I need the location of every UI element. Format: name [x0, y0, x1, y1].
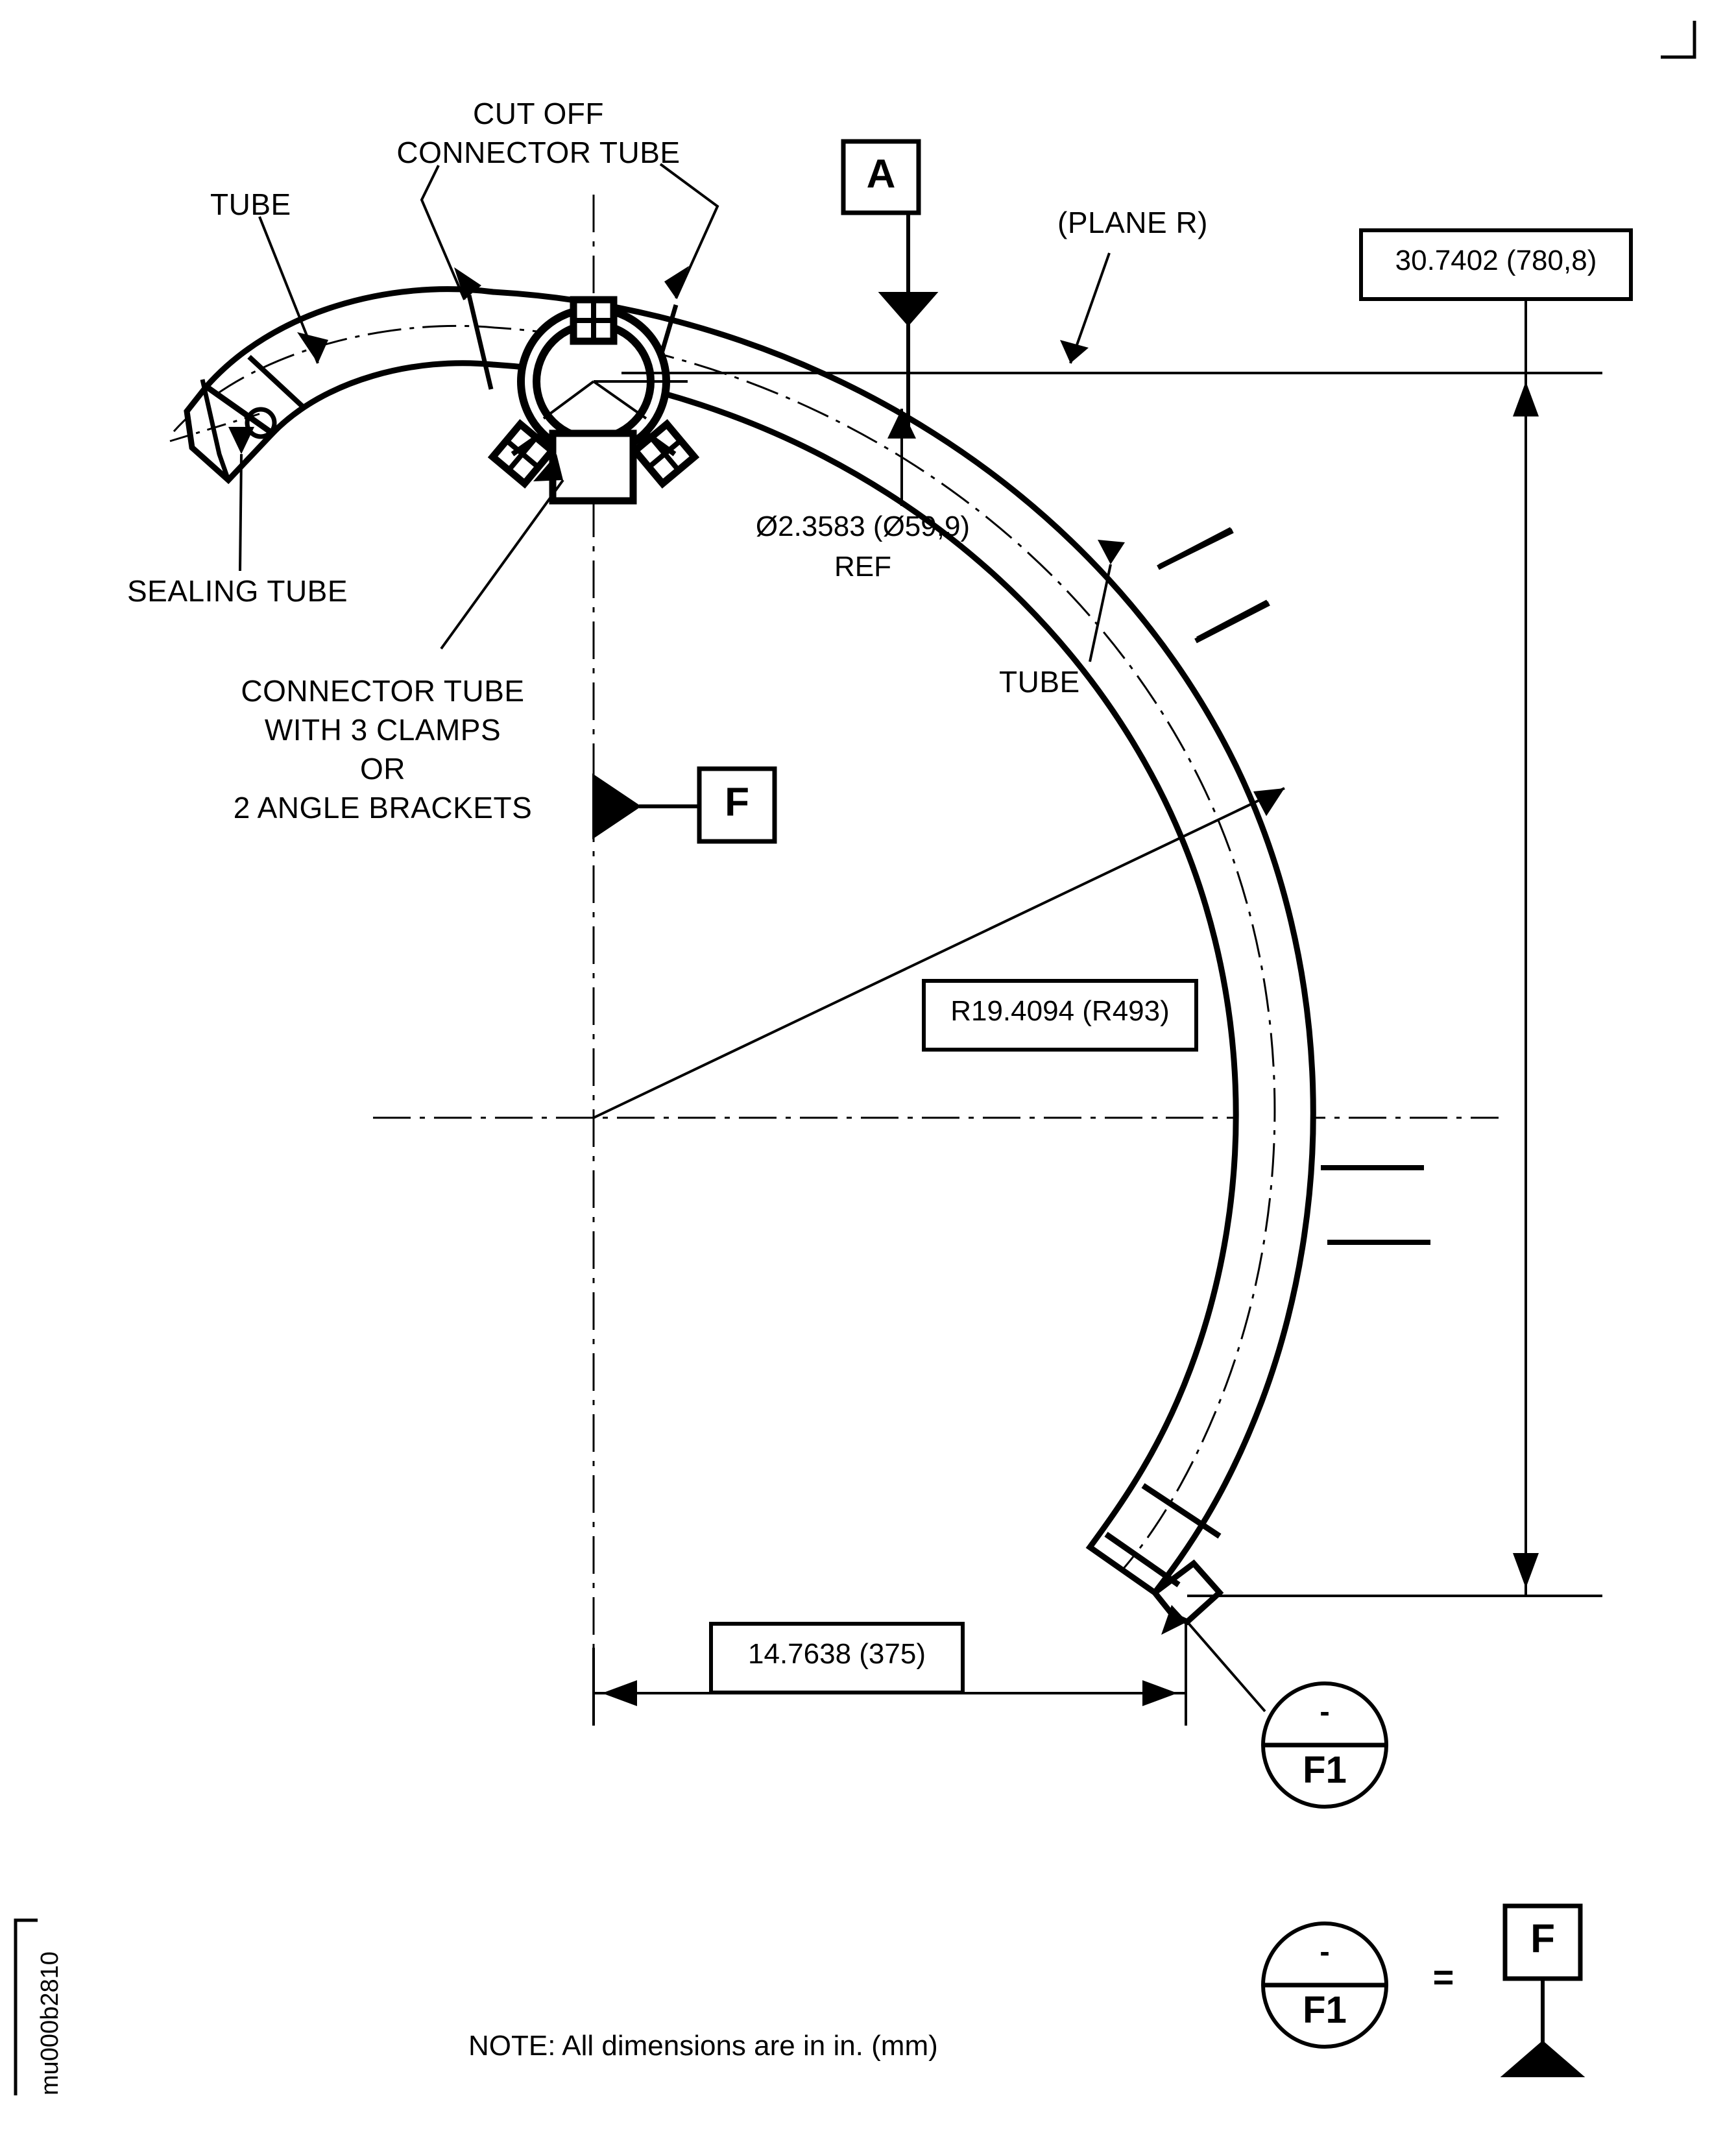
arrow-connector-tube: [533, 454, 563, 481]
dimension-bend-radius-value: R19.4094 (R493): [950, 995, 1170, 1027]
arrow-tube-left: [297, 332, 328, 363]
arrow-sealing-tube: [228, 427, 254, 454]
datum-a-triangle: [878, 292, 939, 327]
sheet-corner-mark-top-right: [1661, 21, 1696, 59]
callout-connector-tube-line3: OR: [360, 752, 405, 786]
dim-horz-value-box: [709, 1622, 965, 1694]
sealing-tube-hole-centerline: [169, 413, 260, 442]
datum-f-label: F: [725, 780, 749, 825]
leader-f1-balloon: [1186, 1621, 1266, 1713]
balloon-f1: [1261, 1681, 1388, 1809]
connector-tube-boss: [549, 429, 637, 505]
tube-outer-profile: [202, 286, 1316, 1597]
callout-connector-tube-line4: 2 ANGLE BRACKETS: [233, 791, 533, 825]
legend-datum-f-label: F: [1530, 1916, 1555, 1961]
flange-upper-right: [1157, 527, 1270, 644]
dimension-vertical-overall-value: 30.7402 (780,8): [1395, 245, 1597, 276]
tube-assembly: [169, 286, 1430, 1626]
callout-connector-tube-line1: CONNECTOR TUBE: [241, 674, 525, 708]
callout-sealing-tube: SEALING TUBE: [127, 574, 348, 608]
dimension-horizontal-offset-value: 14.7638 (375): [748, 1638, 926, 1670]
leader-cutoff-left: [420, 165, 466, 300]
legend-datum-f-triangle: [1500, 2040, 1585, 2077]
tube-inner-edge: [271, 361, 1238, 1549]
drawing-note: NOTE: All dimensions are in in. (mm): [468, 2030, 938, 2062]
dim-horz-arrow-right: [1142, 1680, 1177, 1706]
flange-middle-right-lines: [1321, 1165, 1430, 1245]
tube-centerline: [173, 324, 1276, 1571]
sealing-tube-end: [169, 355, 306, 485]
dimension-bend-radius: [593, 787, 1285, 1119]
callout-cut-off-line2: CONNECTOR TUBE: [396, 136, 681, 169]
connector-tube-assembly: [487, 296, 700, 505]
datum-f-triangle: [592, 773, 642, 839]
dim-radius-leader: [593, 787, 1285, 1119]
arrow-diameter-ref: [887, 409, 916, 439]
datum-a-indicator: [841, 139, 939, 428]
clamp-stubs: [511, 431, 677, 457]
legend-equals-sign: =: [1432, 1957, 1454, 1997]
callout-connector-tube-line2: WITH 3 CLAMPS: [264, 713, 501, 747]
cut-seam-left: [466, 295, 494, 390]
leader-sealing-tube: [239, 453, 243, 572]
arrow-cutoff-right: [664, 266, 689, 298]
leader-connector-tube: [440, 479, 564, 650]
arrow-cutoff-left: [454, 267, 481, 300]
callout-tube-left: TUBE: [210, 187, 291, 221]
legend-balloon-top-label: -: [1320, 1934, 1330, 1968]
connector-ring-section-lines: [542, 380, 688, 420]
callout-diameter-ref-line1: Ø2.3583 (Ø59,9): [755, 511, 970, 542]
sealing-tube-seam: [247, 355, 306, 409]
callout-diameter-ref-line2: REF: [834, 551, 891, 583]
dim-horz-arrow-left: [602, 1680, 637, 1706]
dim-radius-arrow: [1253, 788, 1284, 816]
right-end-seam-a: [1104, 1532, 1181, 1587]
dimension-vertical-overall: [1187, 228, 1633, 1597]
callout-plane-r: (PLANE R): [1057, 206, 1208, 239]
callout-cut-off-line1: CUT OFF: [473, 97, 604, 130]
datum-a-label: A: [866, 152, 896, 197]
arrow-plane-r: [1060, 340, 1089, 363]
arrow-f1-balloon: [1161, 1605, 1187, 1635]
balloon-f1-top-label: -: [1320, 1694, 1330, 1728]
datum-f-box: [697, 766, 777, 844]
leader-arrowheads: [228, 266, 1187, 1635]
drawing-id-label: mu000b2810: [36, 1951, 64, 2095]
leader-cutoff-right: [659, 163, 719, 299]
dim-vert-arrow-bottom: [1513, 1553, 1539, 1588]
sheet-corner-mark-bottom-left: [14, 1918, 38, 2095]
callout-tube-right: TUBE: [999, 665, 1080, 699]
datum-f-indicator: [592, 766, 777, 844]
balloon-f1-bottom-label: F1: [1303, 1749, 1347, 1791]
legend-balloon-bottom-label: F1: [1303, 1989, 1347, 2031]
leader-tube-right: [1089, 564, 1112, 662]
dim-vert-value-box: [1359, 228, 1633, 301]
clamp-bolt-top: [570, 296, 618, 345]
dimension-horizontal-offset: [592, 1622, 1187, 1726]
datum-a-box: [841, 139, 921, 215]
dim-vert-arrow-top: [1513, 381, 1539, 416]
sealing-tube-cap-back-edge: [200, 379, 231, 481]
right-end-seam-b: [1141, 1483, 1222, 1539]
arrow-tube-right: [1098, 540, 1125, 564]
legend-f1-equals-f: [1261, 1903, 1585, 2077]
dim-radius-value-box: [922, 979, 1198, 1052]
sealing-tube-hole: [245, 407, 277, 439]
